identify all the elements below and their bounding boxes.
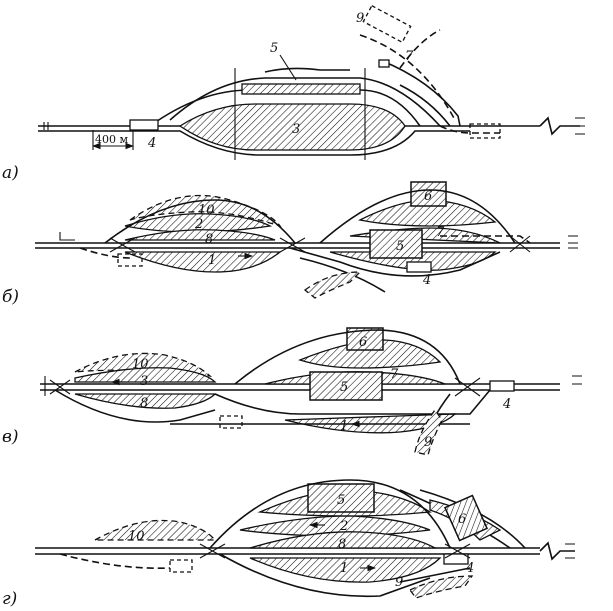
svg-text:7: 7 — [390, 367, 399, 382]
scheme-a-break-mark — [539, 116, 580, 136]
scheme-g-depot-4 — [443, 553, 469, 565]
scheme-b-yard-5 — [369, 229, 423, 259]
svg-text:6: 6 — [458, 512, 466, 527]
scheme-b-depot-dashed — [117, 253, 143, 267]
svg-text:10: 10 — [132, 357, 149, 372]
scheme-letter-a: а) — [2, 163, 19, 183]
scheme-v: 10 3 8 6 5 7 1 4 9 в) — [2, 327, 582, 456]
scheme-g-depot-dashed — [169, 559, 193, 573]
svg-text:9: 9 — [356, 11, 364, 26]
svg-text:4: 4 — [465, 561, 474, 576]
scheme-v-yard-8 — [74, 393, 217, 409]
scheme-g-yard-5 — [307, 483, 375, 513]
svg-text:10: 10 — [128, 529, 145, 544]
svg-text:9: 9 — [395, 575, 403, 590]
scheme-b-yard-8 — [124, 229, 276, 241]
svg-text:1: 1 — [340, 419, 348, 434]
svg-text:7: 7 — [436, 225, 445, 240]
svg-text:6: 6 — [359, 335, 367, 350]
scheme-g: 10 5 2 8 1 6 4 9 г) — [2, 479, 575, 609]
scheme-g-yard-9 — [408, 575, 474, 599]
scheme-b-yard-9 — [303, 271, 362, 299]
scheme-v-depot-4 — [489, 380, 515, 392]
scheme-g-yard-8 — [249, 531, 438, 549]
svg-text:2: 2 — [194, 217, 203, 232]
svg-text:5: 5 — [396, 239, 404, 254]
svg-text:4: 4 — [147, 136, 156, 151]
svg-text:10: 10 — [198, 203, 215, 218]
svg-text:3: 3 — [140, 374, 148, 389]
svg-text:1: 1 — [208, 253, 216, 268]
scheme-v-yard-6 — [346, 327, 384, 351]
scheme-v-yard-9 — [414, 408, 443, 456]
scheme-b-yard-6 — [410, 181, 447, 207]
scheme-v-depot-dashed — [219, 415, 243, 429]
svg-text:8: 8 — [338, 537, 346, 552]
svg-text:5: 5 — [270, 41, 278, 56]
svg-text:2: 2 — [339, 519, 348, 534]
svg-text:4: 4 — [422, 273, 431, 288]
scheme-b: 10 2 8 1 6 5 7 4 б) — [2, 181, 578, 307]
svg-text:7: 7 — [405, 49, 414, 64]
scheme-letter-b: б) — [2, 287, 19, 307]
scheme-a-yard-5 — [241, 83, 361, 95]
scheme-v-yard-5 — [309, 371, 383, 401]
scale-label: 400 м — [95, 133, 128, 146]
svg-text:1: 1 — [340, 561, 348, 576]
scheme-a-depot-dashed — [469, 123, 501, 139]
scheme-v-yard-3 — [74, 367, 217, 383]
scheme-g-yard-10 — [92, 519, 217, 541]
svg-text:8: 8 — [205, 232, 213, 247]
svg-text:8: 8 — [140, 396, 148, 411]
svg-text:5: 5 — [337, 493, 345, 508]
scheme-a-yard-9 — [362, 4, 412, 44]
svg-text:6: 6 — [424, 189, 432, 204]
svg-text:3: 3 — [292, 122, 300, 137]
scheme-b-depot-4 — [406, 261, 432, 273]
svg-text:5: 5 — [340, 380, 348, 395]
svg-text:4: 4 — [502, 397, 511, 412]
scheme-letter-g: г) — [2, 589, 17, 609]
scheme-g-yard-1 — [249, 557, 442, 583]
svg-text:9: 9 — [424, 435, 432, 450]
scheme-a-yard-3 — [178, 103, 406, 151]
scheme-a: 400 м 4 3 5 7 9 а) — [2, 4, 585, 183]
scheme-letter-v: в) — [2, 427, 19, 447]
scheme-g-yard-6 — [443, 494, 489, 542]
scheme-b-yard-1 — [124, 251, 282, 273]
scheme-a-depot-4 — [129, 119, 159, 131]
